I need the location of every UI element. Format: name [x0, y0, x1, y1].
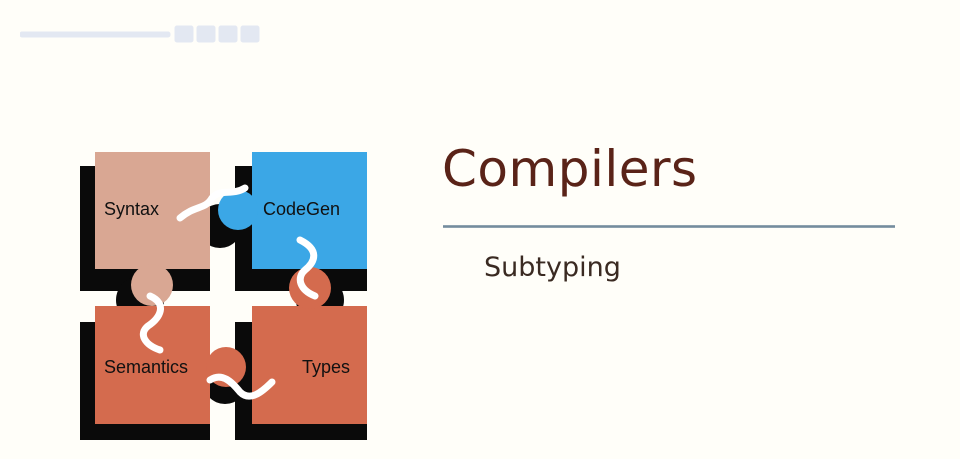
puzzle-connectors	[139, 184, 319, 400]
slide-subtitle: Subtyping	[484, 252, 621, 283]
puzzle-piece-types	[252, 267, 367, 424]
puzzle-label-codegen: CodeGen	[263, 199, 340, 219]
puzzle-label-syntax: Syntax	[104, 199, 159, 219]
title-divider	[443, 225, 895, 228]
logo-watermark	[20, 25, 260, 43]
puzzle-label-semantics: Semantics	[104, 357, 188, 377]
puzzle-label-types: Types	[302, 357, 350, 377]
slide-title: Compilers	[442, 140, 698, 198]
